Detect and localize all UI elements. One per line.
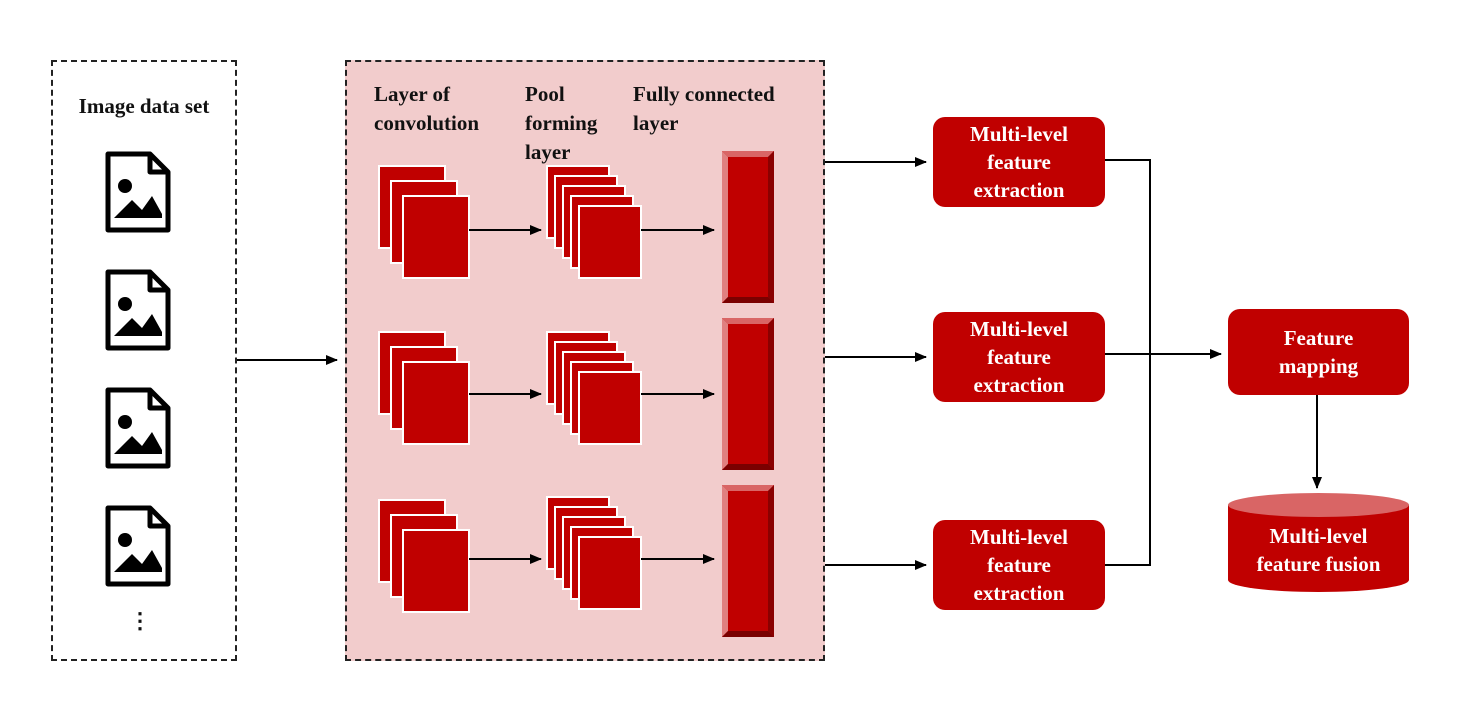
image-file-icon — [105, 269, 171, 351]
fc-layer-label: Fully connected layer — [633, 82, 775, 135]
pool-stack-3 — [546, 496, 642, 610]
feature-extraction-box-2: Multi-level feature extraction — [933, 312, 1105, 402]
image-file-icon — [105, 505, 171, 587]
ellipsis-mark: ⋮ — [129, 608, 151, 633]
conv-stack-2 — [378, 331, 470, 445]
image-dataset-panel — [51, 60, 237, 661]
feature-extraction-box-1: Multi-level feature extraction — [933, 117, 1105, 207]
conv-stack-1 — [378, 165, 470, 279]
fc-bar-2 — [722, 318, 774, 470]
feature-fusion-cylinder — [1228, 493, 1409, 592]
pool-stack-2 — [546, 331, 642, 445]
fc-bar-3 — [722, 485, 774, 637]
conv-stack-3 — [378, 499, 470, 613]
conv-layer-label: Layer of convolution — [374, 82, 480, 135]
feature-extraction-box-3: Multi-level feature extraction — [933, 520, 1105, 610]
image-file-icon — [105, 387, 171, 469]
feature-mapping-box: Feature mapping — [1228, 309, 1409, 395]
fc-bar-1 — [722, 151, 774, 303]
image-dataset-title: Image data set — [78, 94, 210, 118]
image-file-icon — [105, 151, 171, 233]
pool-layer-label: Pool forming layer — [525, 82, 598, 164]
pool-stack-1 — [546, 165, 642, 279]
merge-bracket — [1105, 159, 1151, 566]
feature-fusion-label: Multi-level feature fusion — [1256, 524, 1381, 576]
